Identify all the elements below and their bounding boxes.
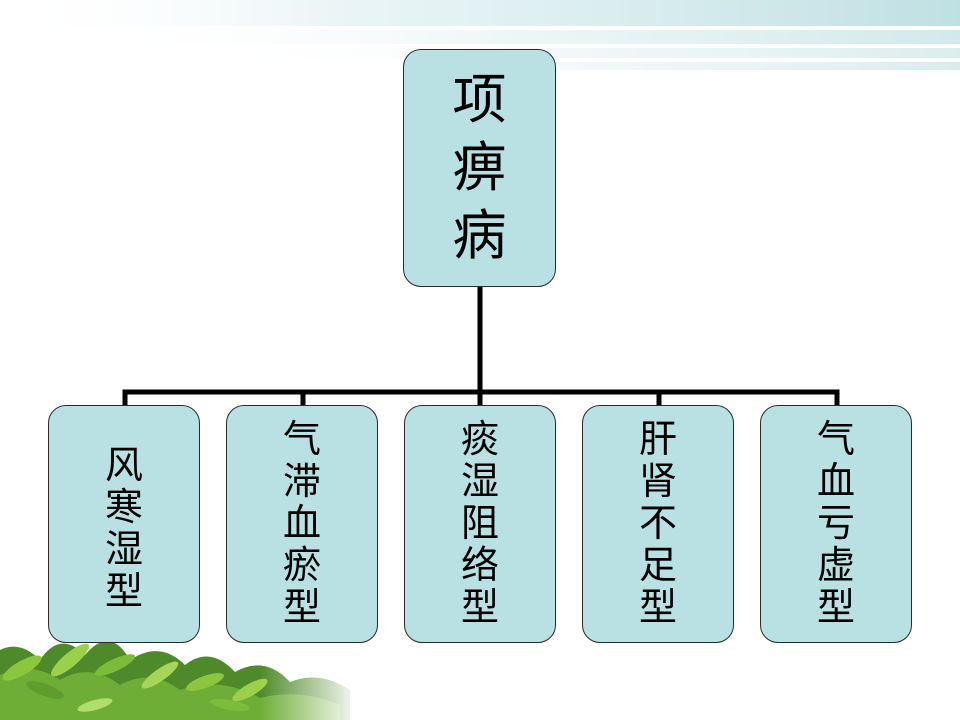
child-node-label: 气滞血瘀型: [282, 417, 321, 629]
root-node-label: 项痹病: [452, 68, 507, 267]
child-node-2: 气滞血瘀型: [226, 405, 378, 643]
child-node-1: 风寒湿型: [48, 405, 200, 643]
child-node-label: 肝肾不足型: [638, 417, 677, 629]
root-node: 项痹病: [403, 49, 556, 287]
child-node-5: 气血亏虚型: [760, 405, 912, 643]
child-node-label: 风寒湿型: [104, 443, 143, 613]
header-stripes-decoration: [0, 0, 960, 70]
child-node-label: 痰湿阻络型: [460, 417, 499, 629]
child-node-label: 气血亏虚型: [816, 417, 855, 629]
child-node-3: 痰湿阻络型: [404, 405, 556, 643]
child-node-4: 肝肾不足型: [582, 405, 734, 643]
